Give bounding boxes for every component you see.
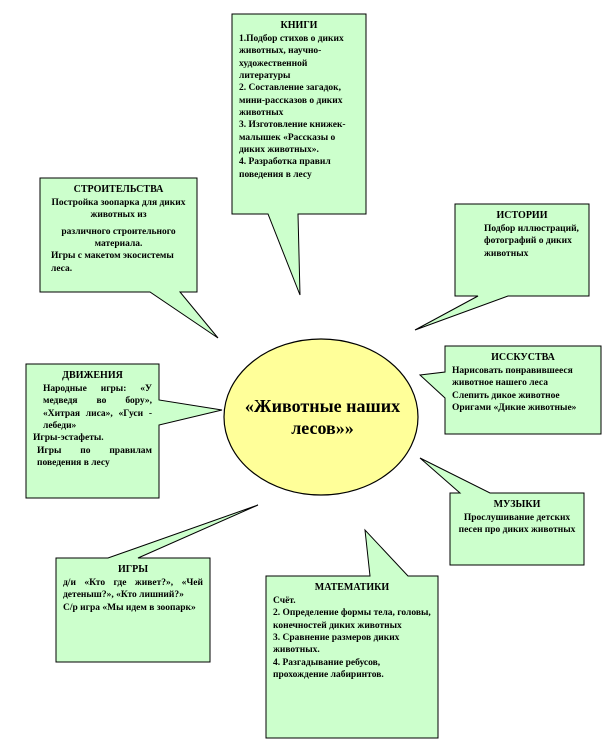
books-callout: КНИГИ 1.Подбор стихов о диких животных, … [234,16,364,212]
history-callout: ИСТОРИИ Подбор иллюстраций, фотографий о… [457,206,587,294]
history-line: Подбор иллюстраций, фотографий о диких ж… [484,224,582,259]
math-line: 3. Сравнение размеров диких животных. [273,633,402,656]
arts-line: Слепить дикое животное [452,390,560,401]
arts-line: Нарисовать понравившееся животное нашего… [452,366,576,389]
games-line: д/и «Кто где живет?», «Чей детеныш?», «К… [63,578,206,601]
math-line: 4. Разгадывание ребусов, прохождение лаб… [273,657,384,681]
arts-line: Оригами «Дикие животные» [452,403,577,414]
music-callout: МУЗЫКИ Прослушивание детских песен про д… [452,495,582,563]
books-title: КНИГИ [280,20,318,31]
arts-callout-shape [418,345,602,435]
center-ellipse [223,338,419,496]
math-callout: МАТЕМАТИКИ Счёт. 2. Определение формы те… [268,578,436,736]
games-title: ИГРЫ [117,564,149,575]
games-callout: ИГРЫ д/и «Кто где живет?», «Чей детеныш?… [58,560,208,660]
construction-line: Постройка зоопарка для диких животных из [51,198,188,221]
movement-line: Игры по правилам поведения в лесу [37,445,155,469]
music-callout-shape [419,457,585,566]
math-line: 2. Определение формы тела, головы, конеч… [273,608,434,631]
music-line: Прослушивание детских песен про диких жи… [458,513,576,536]
math-callout-shape [265,528,439,739]
arts-callout: ИССКУСТВА Нарисовать понравившееся живот… [447,348,599,432]
math-title: МАТЕМАТИКИ [314,582,390,593]
movement-title: ДВИЖЕНИЯ [62,370,123,381]
books-line: 2. Составление загадок, мини-рассказов о… [239,83,345,119]
movement-callout: ДВИЖЕНИЯ Народные игры: «У медведя во бо… [28,366,157,496]
arts-title: ИССКУСТВА [491,352,555,363]
movement-callout-shape [25,363,223,499]
music-title: МУЗЫКИ [493,499,541,510]
math-line: Счёт. [273,596,296,606]
books-line: 4. Разработка правил поведения в лесу [239,157,334,180]
history-title: ИСТОРИИ [496,210,548,221]
games-line: С/р игра «Мы идем в зоопарк» [63,602,196,613]
books-callout-shape [231,13,367,296]
center-topic-label: «Животные наших лесов»» [244,396,401,438]
construction-callout-shape [39,177,219,339]
history-callout-shape [414,203,590,331]
movement-line: Игры-эстафеты. [33,433,104,444]
books-line: 1.Подбор стихов о диких животных, научно… [239,34,347,82]
books-line: 3. Изготовление книжек-малышек «Рассказы… [239,120,346,156]
construction-title: СТРОИТЕЛЬСТВА [73,184,164,195]
games-callout-shape [55,504,259,663]
construction-callout: СТРОИТЕЛЬСТВА Постройка зоопарка для дик… [42,180,195,290]
movement-line: Народные игры: «У медведя во бору», «Хит… [43,384,155,432]
construction-line: различного строительного материала. [61,226,178,250]
construction-line: Игры с макетом экосистемы леса. [51,251,177,274]
